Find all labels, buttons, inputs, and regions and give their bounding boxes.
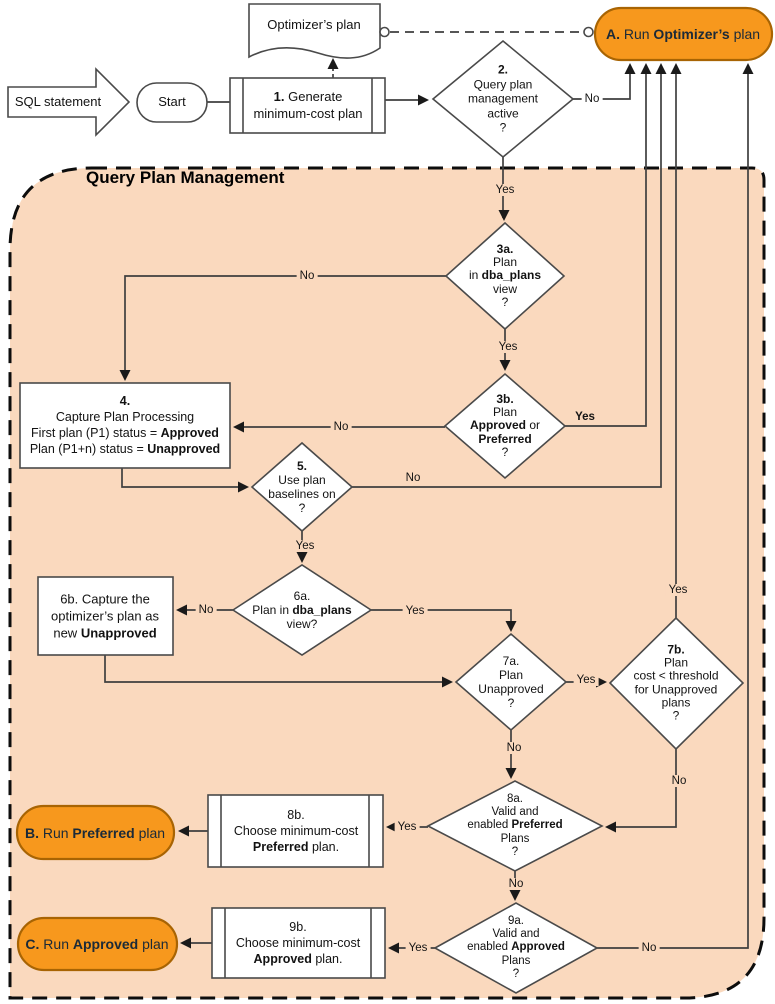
diamond-7b-shape (608, 616, 745, 751)
diamond-3b-shape (443, 372, 567, 480)
start-label: Start (158, 94, 186, 109)
diamond-2-shape (431, 39, 575, 159)
edge-label-d7a-no: No (503, 742, 525, 754)
edge-p4-to-d5 (121, 468, 246, 488)
region-title: Query Plan Management (86, 168, 285, 187)
edge-label-d3a-no: No (296, 270, 318, 282)
step9b-bars (224, 908, 372, 978)
edge-d3b-yes-to-a (565, 66, 647, 427)
edge-label-d5-no: No (402, 472, 424, 484)
optimizer-plan-document-shape (248, 3, 381, 59)
qpm-region-shape (8, 166, 766, 1000)
orange-terminators (15, 6, 774, 972)
edge-label-d6a-no: No (195, 604, 217, 616)
node-a-shape (593, 6, 774, 62)
doc-connector-dot-right (583, 26, 594, 38)
node-b-label: B. Run Preferred plan (24, 825, 166, 841)
edge-label-d7b-yes: Yes (665, 584, 691, 596)
diamond-7a-shape (454, 632, 568, 732)
step6b-box-shape (37, 576, 174, 656)
step1-process-shape (229, 77, 386, 134)
step8b-process-shape (207, 794, 384, 868)
optimizer-plan-doc-label: Optimizer’s plan (267, 17, 361, 32)
edge-label-d3a-yes: Yes (495, 341, 521, 353)
edge-label-d2-no: No (581, 93, 603, 105)
edge-label-d9a-yes: Yes (405, 942, 431, 954)
step4-box-shape (19, 382, 231, 469)
node-a-label: A. Run Optimizer’s plan (605, 26, 761, 42)
node-c-label: C. Run Approved plan (25, 936, 169, 952)
edge-label-d8a-no: No (505, 878, 527, 890)
diamond-9a-shape (433, 902, 599, 994)
node-shapes (7, 3, 745, 994)
arrowheads (119, 58, 754, 954)
start-terminator-shape (136, 82, 208, 123)
sql-statement-label: SQL statement (14, 94, 102, 109)
edge-label-d3b-no: No (330, 421, 352, 433)
edge-p6b-to-d7a (104, 655, 450, 683)
step1-bars (242, 78, 373, 133)
diamond-3a-shape (444, 221, 566, 331)
edge-label-d6a-yes: Yes (402, 605, 428, 617)
edge-label-d7b-no: No (668, 775, 690, 787)
edge-label-d3b-yes: Yes (572, 411, 598, 423)
edge-d3a-no-to-p4 (124, 275, 446, 378)
diamond-6a-shape (231, 564, 373, 656)
sql-statement-arrow-shape (7, 67, 131, 137)
edge-label-d8a-yes: Yes (394, 821, 420, 833)
doc-connector-dot-left (379, 26, 390, 38)
step9b-process-shape (211, 907, 386, 979)
edge-d5-no-to-a (352, 66, 662, 488)
step8b-bars (220, 795, 370, 867)
edge-label-d9a-no: No (638, 942, 660, 954)
node-b-shape (15, 804, 176, 861)
node-c-shape (16, 916, 179, 972)
edge-label-d5-yes: Yes (292, 540, 318, 552)
edge-label-d7a-yes: Yes (573, 674, 599, 686)
diamond-8a-shape (426, 780, 604, 872)
diamond-5-shape (250, 441, 354, 533)
edge-label-d2-yes: Yes (492, 184, 518, 196)
